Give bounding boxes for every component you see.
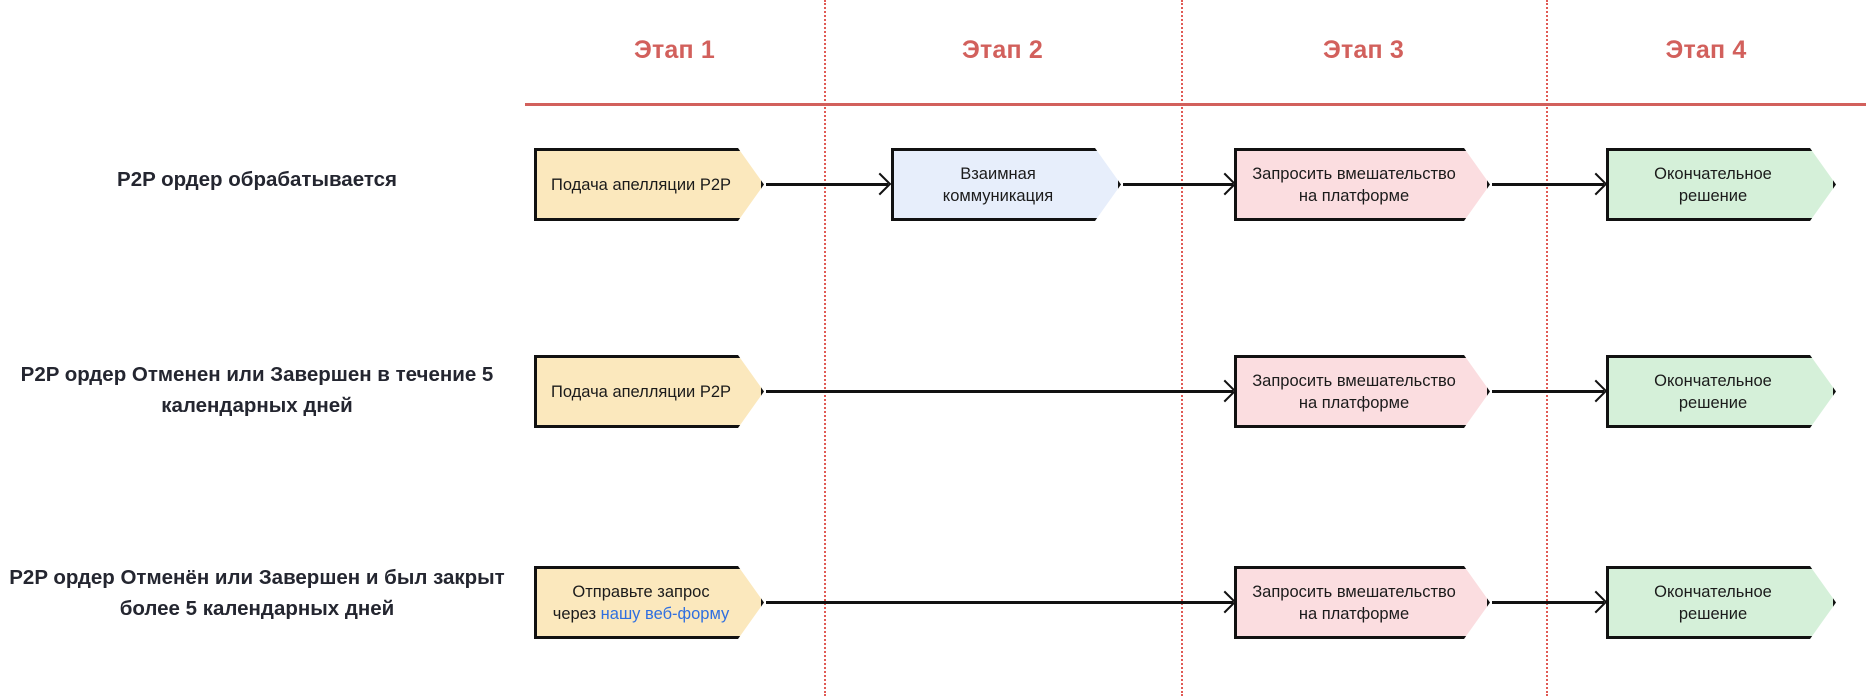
node-r2-submit-appeal[interactable]: Подача апелляции P2P <box>534 355 764 428</box>
connector-r3-1 <box>766 590 1237 614</box>
node-r3-submit-web-form-request-label: Отправьте запрос через нашу веб-форму <box>547 581 735 625</box>
arrow-head-icon <box>1213 172 1237 196</box>
row-label-1: P2P ордер обрабатывается <box>0 164 517 195</box>
stage-divider-1 <box>824 0 826 696</box>
arrow-head-icon <box>1584 379 1608 403</box>
stage-header-2: Этап 2 <box>824 34 1181 66</box>
arrow-head-icon <box>1584 172 1608 196</box>
row-label-2-line-1: P2P ордер Отменен или Завершен в течение… <box>20 363 494 386</box>
node-r1-submit-appeal-label: Подача апелляции P2P <box>550 175 732 194</box>
arrow-head-icon <box>868 172 892 196</box>
arrow-head-icon <box>1584 590 1608 614</box>
connector-r1-3 <box>1492 172 1608 196</box>
connector-r2-1 <box>766 379 1237 403</box>
row-label-2: P2P ордер Отменен или Завершен в течение… <box>0 359 517 421</box>
stage-header-3: Этап 3 <box>1181 34 1546 66</box>
node-r3-submit-web-form-request[interactable]: Отправьте запрос через нашу веб-форму <box>534 566 764 639</box>
stage-header-1-label: Этап 1 <box>633 36 716 64</box>
stage-header-underline <box>525 103 1866 106</box>
connector-r1-1 <box>766 172 892 196</box>
node-r2-submit-appeal-label: Подача апелляции P2P <box>550 382 732 401</box>
stage-divider-3 <box>1546 0 1548 696</box>
connector-r2-2 <box>1492 379 1608 403</box>
stage-divider-2 <box>1181 0 1183 696</box>
arrow-head-icon <box>1213 379 1237 403</box>
stage-header-3-label: Этап 3 <box>1322 36 1405 64</box>
row-label-1-text: P2P ордер обрабатывается <box>117 168 397 191</box>
connector-r3-2 <box>1492 590 1608 614</box>
web-form-link[interactable]: нашу веб-форму <box>600 604 730 623</box>
node-r3-line-1: Отправьте запрос <box>572 582 710 601</box>
row-label-3-line-1: P2P ордер Отменён или Завершен и был зак… <box>9 566 505 589</box>
stage-header-1: Этап 1 <box>525 34 824 66</box>
node-r1-submit-appeal[interactable]: Подача апелляции P2P <box>534 148 764 221</box>
row-label-2-line-2: календарных дней <box>161 394 353 417</box>
arrow-head-icon <box>1213 590 1237 614</box>
node-r3-line-2-prefix: через <box>552 604 601 623</box>
row-label-3-line-2: более 5 календарных дней <box>119 597 395 620</box>
stage-header-2-label: Этап 2 <box>961 36 1044 64</box>
connector-r1-2 <box>1123 172 1237 196</box>
stage-header-4-label: Этап 4 <box>1665 36 1747 64</box>
row-label-3: P2P ордер Отменён или Завершен и был зак… <box>0 562 517 624</box>
stage-header-4: Этап 4 <box>1546 34 1866 66</box>
